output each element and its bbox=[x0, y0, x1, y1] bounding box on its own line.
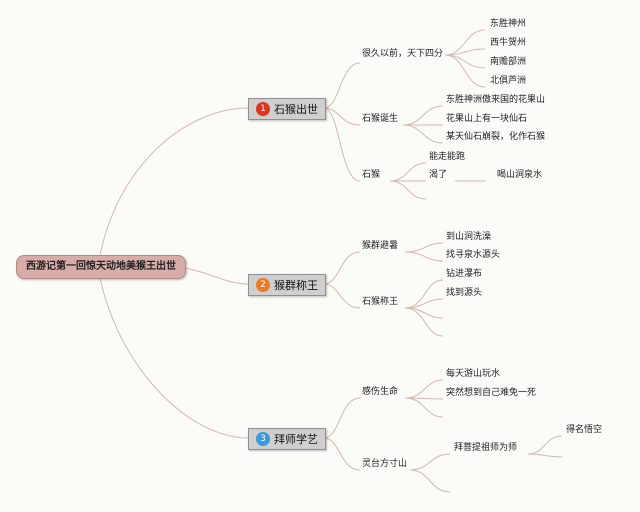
number-badge-icon: 2 bbox=[256, 278, 270, 292]
leaf-topic[interactable]: 突然想到自己难免一死 bbox=[446, 388, 537, 398]
branch-label: 石猴出世 bbox=[274, 102, 318, 116]
branch-stone-monkey-born[interactable]: 1 石猴出世 bbox=[248, 98, 326, 120]
leaf-topic[interactable]: 到山涧洗澡 bbox=[446, 232, 492, 242]
leaf-topic[interactable]: 喝山涧泉水 bbox=[497, 170, 543, 180]
leaf-topic[interactable]: 每天游山玩水 bbox=[446, 369, 501, 379]
leaf-topic[interactable]: 北俱芦洲 bbox=[490, 76, 527, 86]
leaf-topic[interactable]: 东胜神州 bbox=[490, 19, 527, 29]
branch-label: 猴群称王 bbox=[274, 278, 318, 292]
leaf-topic[interactable]: 找到源头 bbox=[446, 288, 483, 298]
subtopic-four-continents[interactable]: 很久以前，天下四分 bbox=[362, 49, 444, 59]
branch-label: 拜师学艺 bbox=[274, 432, 318, 446]
subtopic-stone-monkey[interactable]: 石猴 bbox=[362, 170, 381, 180]
subtopic-mortality[interactable]: 感伤生命 bbox=[362, 387, 399, 397]
leaf-topic[interactable]: 南赡部洲 bbox=[490, 57, 527, 67]
number-badge-icon: 1 bbox=[256, 102, 270, 116]
leaf-topic[interactable]: 东胜神洲傲来国的花果山 bbox=[446, 95, 546, 105]
subtopic-crowned-king[interactable]: 石猴称王 bbox=[362, 297, 399, 307]
leaf-topic[interactable]: 拜菩提祖师为师 bbox=[454, 443, 518, 453]
branch-monkey-king[interactable]: 2 猴群称王 bbox=[248, 274, 326, 296]
branch-learn-from-master[interactable]: 3 拜师学艺 bbox=[248, 428, 326, 450]
leaf-topic[interactable]: 能走能跑 bbox=[429, 152, 466, 162]
subtopic-summer-escape[interactable]: 猴群避暑 bbox=[362, 241, 399, 251]
root-topic[interactable]: 西游记第一回惊天动地美猴王出世 bbox=[16, 255, 186, 279]
link-root-branch1 bbox=[99, 107, 249, 256]
link-root-branch2 bbox=[183, 267, 249, 285]
number-badge-icon: 3 bbox=[256, 432, 270, 446]
leaf-topic[interactable]: 渴了 bbox=[429, 170, 448, 180]
root-topic-label: 西游记第一回惊天动地美猴王出世 bbox=[26, 261, 176, 272]
subtopic-stone-monkey-birth[interactable]: 石猴诞生 bbox=[362, 114, 399, 124]
link-root-branch3 bbox=[99, 277, 249, 439]
leaf-topic[interactable]: 找寻泉水源头 bbox=[446, 250, 501, 260]
leaf-topic[interactable]: 花果山上有一块仙石 bbox=[446, 114, 528, 124]
leaf-topic[interactable]: 某天仙石崩裂，化作石猴 bbox=[446, 132, 546, 142]
leaf-topic[interactable]: 得名悟空 bbox=[566, 425, 603, 435]
subtopic-lingtai-mountain[interactable]: 灵台方寸山 bbox=[362, 459, 408, 469]
leaf-topic[interactable]: 西牛贺州 bbox=[490, 38, 527, 48]
leaf-topic[interactable]: 钻进瀑布 bbox=[446, 269, 483, 279]
